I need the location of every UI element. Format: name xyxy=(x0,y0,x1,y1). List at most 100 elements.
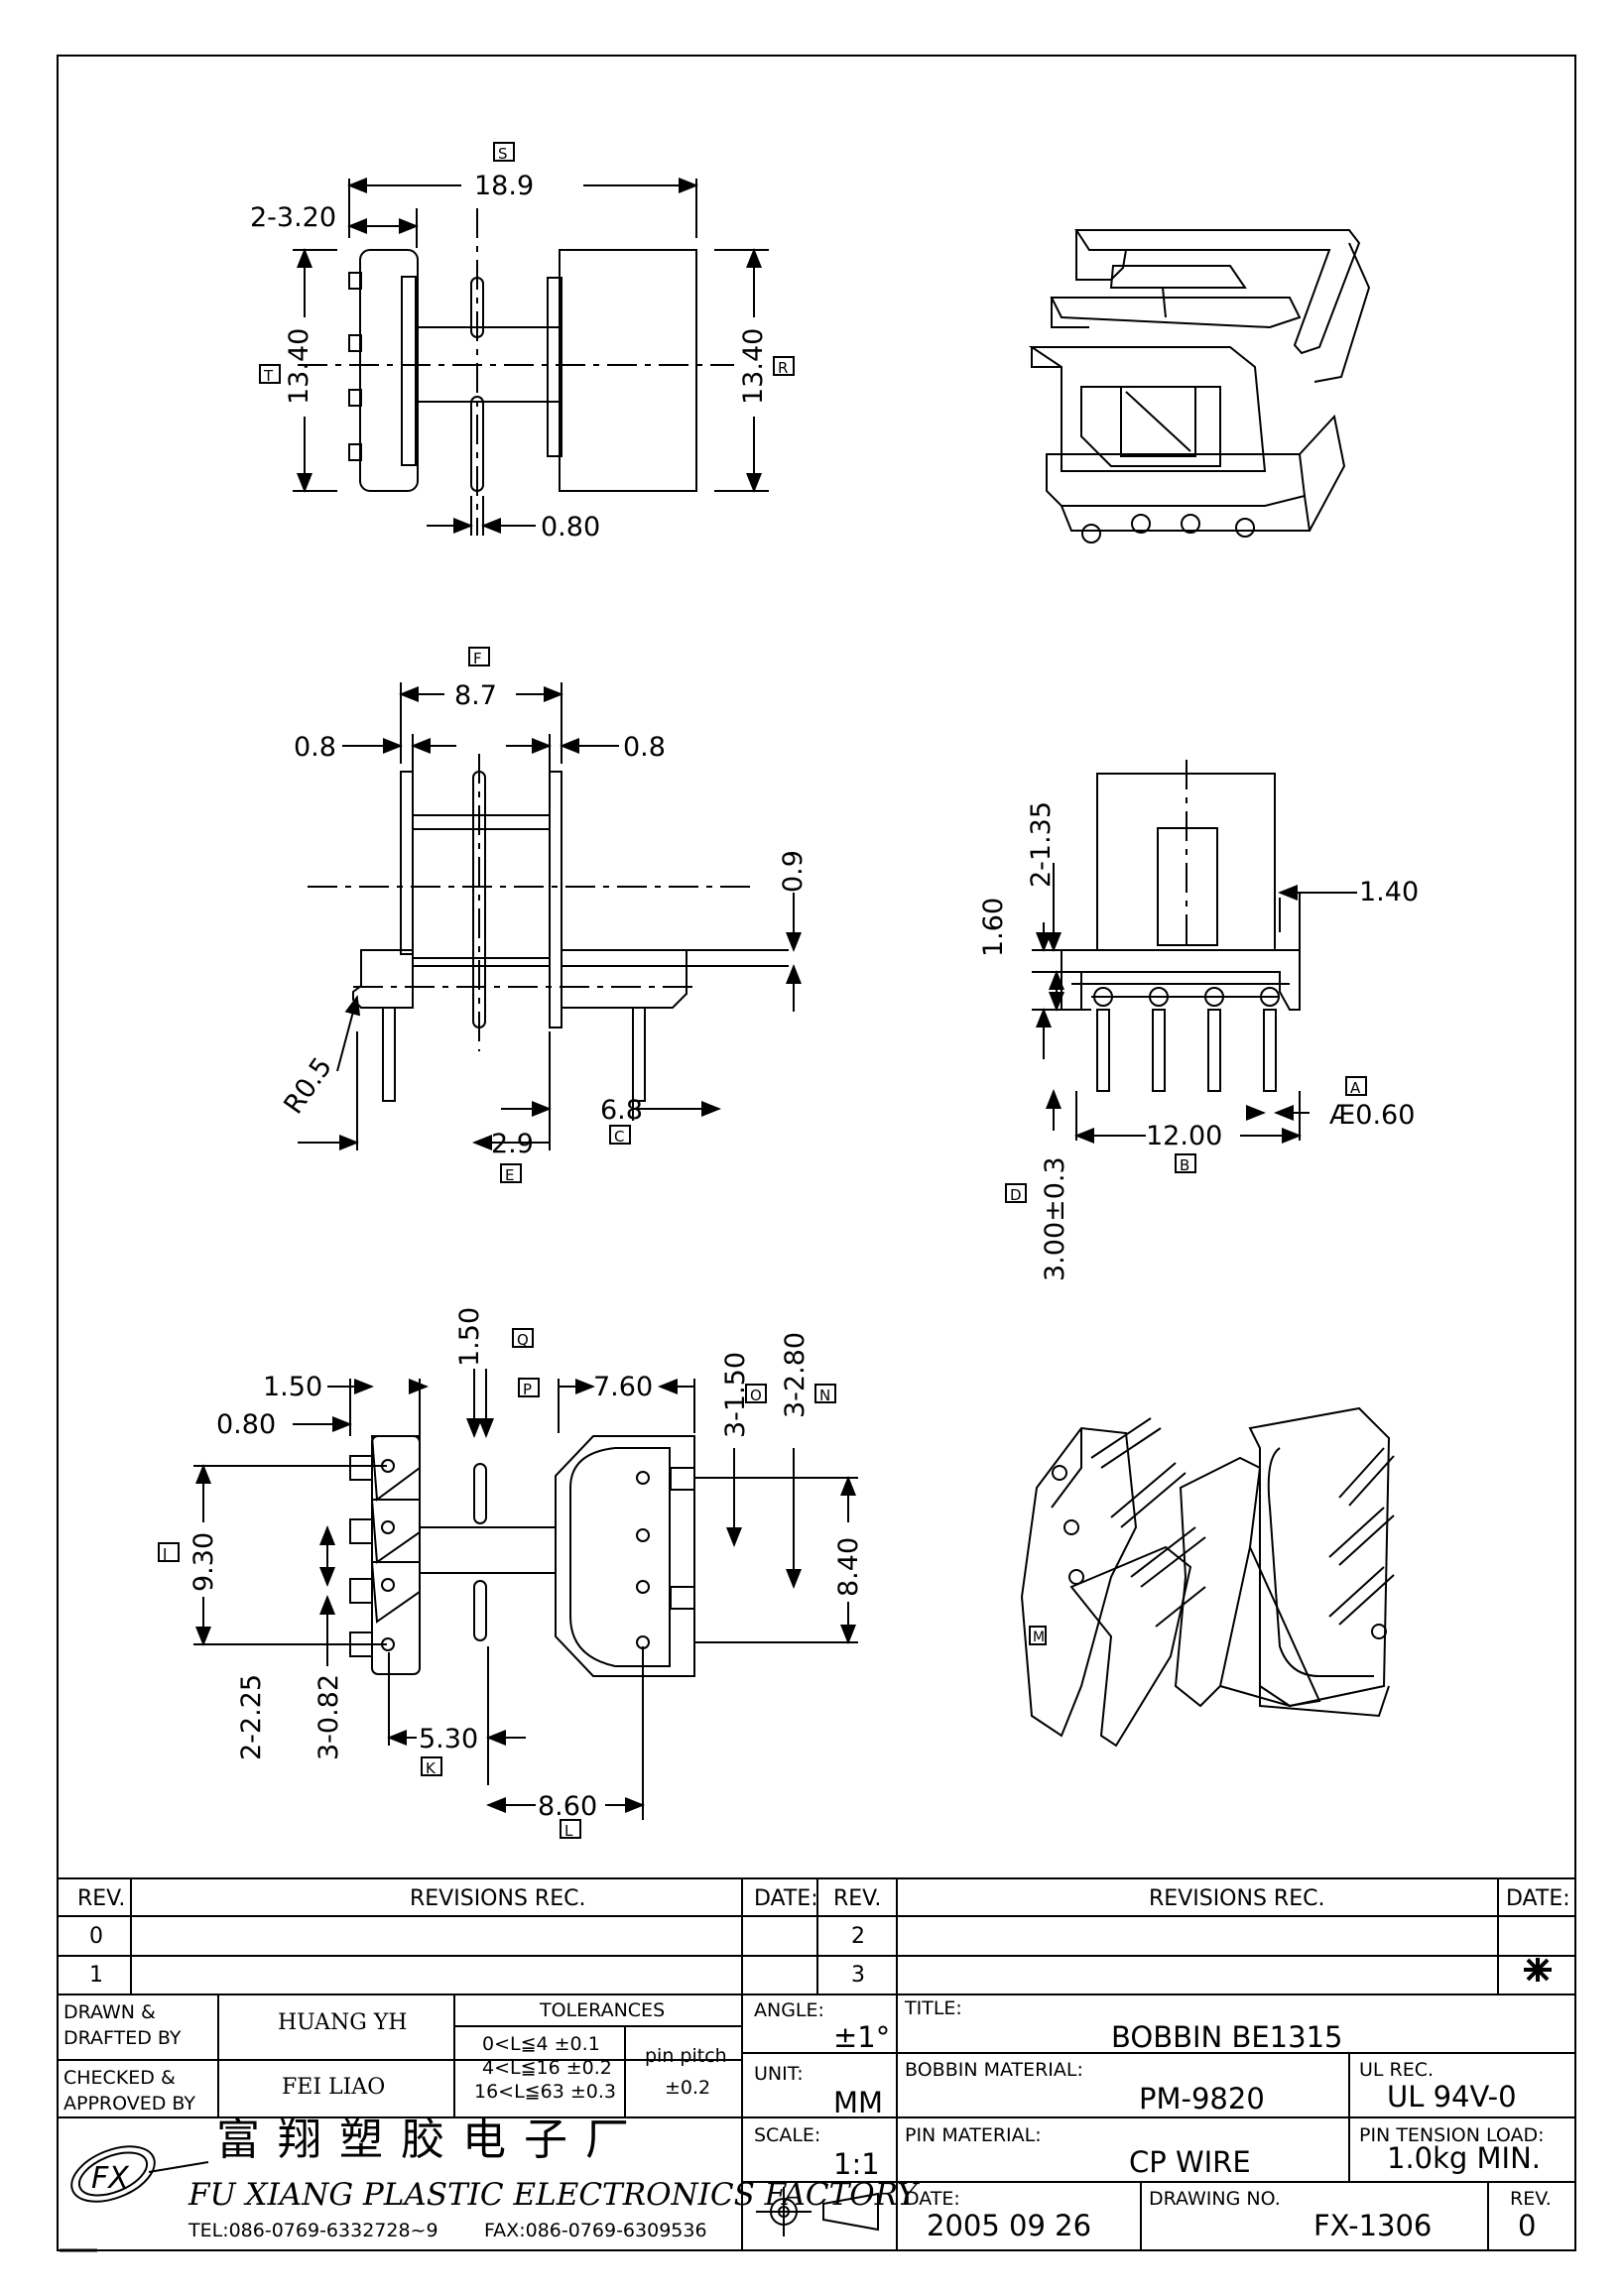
date-header-1: DATE: xyxy=(754,1886,818,1911)
revisions-header-2: REVISIONS REC. xyxy=(1149,1886,1325,1911)
bottom-view xyxy=(158,1328,858,1839)
company-fax: FAX:086-0769-6309536 xyxy=(484,2220,707,2241)
ref-l: L xyxy=(564,1822,573,1840)
dim-1-50-v: 1.50 xyxy=(454,1307,485,1367)
rev-row-2: 2 xyxy=(851,1924,865,1949)
pin-tension-label: PIN TENSION LOAD: xyxy=(1359,2124,1545,2146)
dim-13-40-right: 13.40 xyxy=(738,328,769,405)
ref-r: R xyxy=(778,359,788,377)
dim-5-30: 5.30 xyxy=(419,1724,478,1754)
pin-material-label: PIN MATERIAL: xyxy=(905,2124,1042,2146)
drafted-label: DRAFTED BY xyxy=(63,2027,182,2049)
dim-12-00: 12.00 xyxy=(1146,1121,1222,1151)
dim-r0-5: R0.5 xyxy=(278,1052,338,1120)
dim-8-40: 8.40 xyxy=(833,1537,864,1597)
ref-c: C xyxy=(614,1128,624,1146)
bobbin-material-value: PM-9820 xyxy=(1139,2082,1265,2115)
rev-label: REV. xyxy=(1510,2188,1552,2210)
ref-p: P xyxy=(523,1381,532,1398)
tolerances-header: TOLERANCES xyxy=(540,1999,666,2021)
logo-text: FX xyxy=(91,2161,130,2196)
company-name-cn: 富翔塑胶电子厂 xyxy=(216,2115,647,2165)
approved-label: APPROVED BY xyxy=(63,2093,196,2115)
rev-row-1: 1 xyxy=(89,1963,103,1988)
dim-13-40-left: 13.40 xyxy=(284,328,314,405)
ref-a: A xyxy=(1350,1079,1361,1097)
ref-o: O xyxy=(750,1387,762,1404)
date-header-2: DATE: xyxy=(1506,1886,1570,1911)
rev-row-3: 3 xyxy=(851,1963,865,1988)
top-view xyxy=(259,142,795,536)
dim-9-30: 9.30 xyxy=(188,1532,219,1592)
dim-0-80-top: 0.80 xyxy=(541,512,600,543)
pin-pitch-label: pin pitch xyxy=(645,2045,727,2067)
isometric-view-top xyxy=(1028,229,1371,544)
dim-7-60: 7.60 xyxy=(593,1372,653,1402)
drawn-label: DRAWN & xyxy=(63,2001,156,2023)
rev-value: 0 xyxy=(1518,2209,1537,2242)
title-label: TITLE: xyxy=(905,1997,962,2019)
company-logo xyxy=(70,2145,209,2203)
angle-value: ±1° xyxy=(833,2020,891,2054)
revisions-header-1: REVISIONS REC. xyxy=(410,1886,586,1911)
title-value: BOBBIN BE1315 xyxy=(1111,2020,1343,2054)
dim-0-80-bottom: 0.80 xyxy=(216,1409,276,1440)
dim-18-9: 18.9 xyxy=(474,171,534,201)
ref-k: K xyxy=(426,1759,437,1777)
isometric-view-bottom xyxy=(1020,1406,1395,1748)
date-label: DATE: xyxy=(905,2188,960,2210)
tolerance-1: 0<L≦4 ±0.1 xyxy=(482,2033,600,2055)
ref-q: Q xyxy=(517,1331,529,1349)
ul-label: UL REC. xyxy=(1359,2059,1435,2081)
dim-3-2-80: 3-2.80 xyxy=(780,1332,811,1418)
pin-pitch-tol: ±0.2 xyxy=(665,2077,711,2099)
dim-3-00: 3.00±0.3 xyxy=(1040,1156,1070,1281)
rev-row-0: 0 xyxy=(89,1924,103,1949)
tolerance-3: 16<L≦63 ±0.3 xyxy=(474,2081,616,2103)
drawn-name: HUANG YH xyxy=(278,2010,408,2035)
tolerance-2: 4<L≦16 ±0.2 xyxy=(482,2057,612,2079)
drawing-no-value: FX-1306 xyxy=(1313,2209,1433,2242)
dim-2-3-20: 2-3.20 xyxy=(250,202,336,233)
side-view xyxy=(1005,760,1367,1203)
ref-b: B xyxy=(1180,1156,1189,1174)
date-value: 2005 09 26 xyxy=(927,2209,1092,2242)
dim-0-8-left: 0.8 xyxy=(294,732,336,763)
company-name-en: FU XIANG PLASTIC ELECTRONICS FACTORY xyxy=(188,2177,918,2213)
title-block-grid xyxy=(58,1878,1575,2252)
ref-t: T xyxy=(263,367,274,385)
scale-label: SCALE: xyxy=(754,2124,821,2146)
ref-d: D xyxy=(1010,1186,1022,1204)
scale-value: 1:1 xyxy=(833,2147,880,2181)
angle-label: ANGLE: xyxy=(754,1999,824,2021)
company-tel: TEL:086-0769-6332728~9 xyxy=(188,2220,438,2241)
dim-6-8: 6.8 xyxy=(600,1095,643,1126)
dim-8-60: 8.60 xyxy=(538,1791,597,1822)
pin-tension-value: 1.0kg MIN. xyxy=(1387,2141,1542,2175)
checked-label: CHECKED & xyxy=(63,2067,176,2089)
ref-s: S xyxy=(498,145,508,163)
drawing-no-label: DRAWING NO. xyxy=(1149,2188,1281,2210)
unit-label: UNIT: xyxy=(754,2063,804,2085)
drawing-frame xyxy=(57,55,1576,2251)
dim-3-0-82: 3-0.82 xyxy=(313,1674,344,1760)
dim-3-1-50: 3-1.50 xyxy=(720,1352,751,1438)
dim-2-9: 2.9 xyxy=(491,1129,534,1159)
dim-0-8-right: 0.8 xyxy=(623,732,666,763)
dim-1-40: 1.40 xyxy=(1359,877,1419,907)
unit-value: MM xyxy=(833,2086,884,2119)
dim-pin-dia: Æ0.60 xyxy=(1329,1100,1415,1131)
dim-8-7: 8.7 xyxy=(454,680,497,711)
dim-2-1-35: 2-1.35 xyxy=(1026,801,1057,888)
pin-material-value: CP WIRE xyxy=(1129,2145,1251,2179)
rev-header-2: REV. xyxy=(833,1886,882,1911)
checked-name: FEI LIAO xyxy=(282,2075,386,2100)
ref-n: N xyxy=(819,1387,830,1404)
dim-1-50-h: 1.50 xyxy=(263,1372,322,1402)
ref-j: J xyxy=(162,1545,167,1563)
title-block: REV. REVISIONS REC. DATE: REV. REVISIONS… xyxy=(58,1878,1575,2250)
ul-value: UL 94V-0 xyxy=(1387,2080,1517,2114)
ref-e: E xyxy=(505,1166,514,1184)
ref-m: M xyxy=(1033,1630,1045,1645)
